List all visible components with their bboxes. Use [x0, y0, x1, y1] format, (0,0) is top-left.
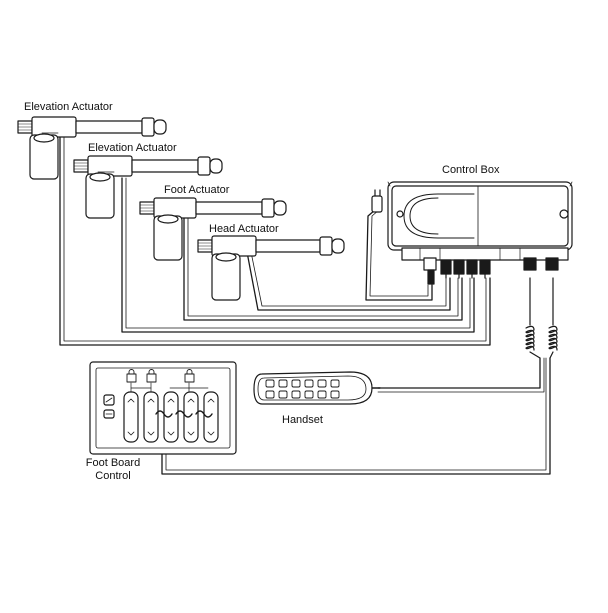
lock-icon [126, 369, 195, 383]
handset [253, 371, 381, 405]
cable-power [365, 209, 433, 301]
label-foot-board-control: Foot Board Control [76, 457, 150, 483]
label-foot-actuator: Foot Actuator [164, 184, 230, 196]
label-foot-board-line2: Control [95, 470, 131, 482]
label-elevation-actuator-2: Elevation Actuator [88, 142, 177, 154]
label-foot-board-line1: Foot Board [85, 457, 141, 469]
elevation-actuator-2 [73, 155, 223, 219]
elevation-actuator-1 [17, 116, 167, 180]
label-handset: Handset [282, 414, 323, 426]
foot-board-control [89, 361, 237, 455]
cable-foot-board [161, 357, 551, 475]
label-control-box: Control Box [442, 164, 500, 176]
head-actuator [197, 235, 345, 301]
cable-foot [183, 213, 463, 321]
cable-elevation-1 [59, 127, 491, 346]
power-plug-icon [371, 189, 383, 213]
coil-cord-right [548, 277, 558, 359]
cable-elevation-2 [121, 177, 475, 333]
label-elevation-actuator-1: Elevation Actuator [24, 101, 113, 113]
button-grid-icon [265, 379, 340, 399]
cable-handset [377, 357, 545, 393]
cable-head [246, 251, 451, 311]
control-box [387, 181, 573, 285]
label-head-actuator: Head Actuator [209, 223, 279, 235]
coil-cord-left [525, 277, 541, 359]
foot-actuator [139, 197, 287, 261]
